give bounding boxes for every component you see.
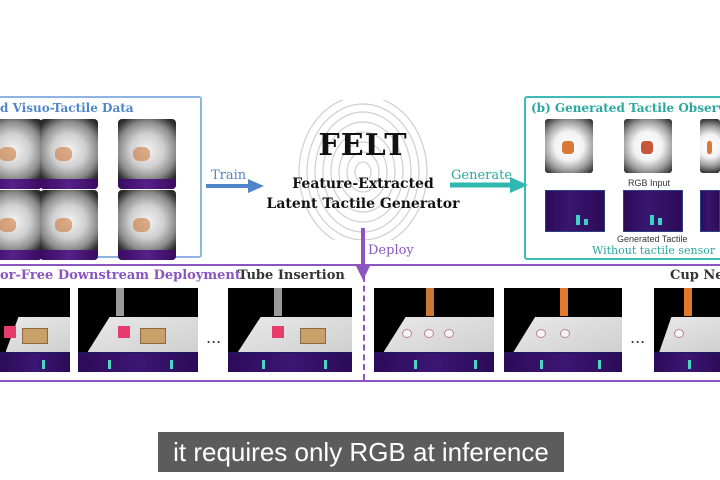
without-sensor-label: Without tactile sensor	[592, 244, 716, 257]
panel-b-frame	[524, 96, 720, 260]
deploy-frame-1	[0, 288, 70, 352]
deploy-frame-6	[654, 288, 720, 352]
tactile-image-3	[118, 119, 176, 189]
panel-a-title: d Visuo-Tactile Data	[0, 101, 134, 115]
rgb-input-image-2	[624, 119, 672, 173]
deploy-frame-2	[78, 288, 198, 352]
generated-tactile-image-2	[623, 190, 683, 232]
deploy-frame-3	[228, 288, 352, 352]
divider-dashed	[363, 266, 365, 380]
felt-subtitle-1: Feature-Extracted	[292, 176, 434, 192]
deployment-title: or-Free Downstream Deployment	[0, 268, 241, 283]
subtitle-caption: it requires only RGB at inference	[158, 432, 564, 472]
felt-title: FELT	[318, 128, 408, 163]
tube-insertion-title: Tube Insertion	[238, 268, 345, 283]
deployment-frame	[0, 264, 720, 382]
tactile-image-2	[40, 119, 98, 189]
cup-task-title: Cup Ne	[670, 268, 720, 283]
deploy-tactile-2	[78, 352, 198, 372]
deploy-tactile-6	[654, 352, 720, 372]
deploy-tactile-1	[0, 352, 70, 372]
rgb-input-label: RGB Input	[628, 178, 671, 188]
ellipsis-2: ...	[630, 328, 646, 347]
deploy-tactile-5	[504, 352, 622, 372]
generate-arrow-icon	[450, 177, 528, 193]
deploy-frame-5	[504, 288, 622, 352]
deploy-label: Deploy	[368, 243, 414, 258]
deploy-tactile-3	[228, 352, 352, 372]
fingerprint-icon	[298, 100, 428, 240]
generated-tactile-image-3	[700, 190, 720, 232]
deploy-frame-4	[374, 288, 494, 352]
panel-a-frame	[0, 96, 202, 258]
generate-label: Generate	[451, 168, 513, 183]
tactile-image-1	[0, 119, 42, 189]
generated-tactile-label: Generated Tactile	[617, 234, 688, 244]
rgb-input-image-3	[700, 119, 720, 173]
tactile-image-6	[118, 190, 176, 260]
generated-tactile-image-1	[545, 190, 605, 232]
tactile-image-4	[0, 190, 42, 260]
felt-subtitle-2: Latent Tactile Generator	[266, 196, 460, 212]
ellipsis-1: ...	[206, 328, 222, 347]
rgb-input-image-1	[545, 119, 593, 173]
tactile-image-5	[40, 190, 98, 260]
train-arrow-icon	[206, 179, 264, 193]
train-label: Train	[211, 168, 247, 183]
deploy-tactile-4	[374, 352, 494, 372]
panel-b-title: (b) Generated Tactile Observa	[531, 101, 720, 115]
